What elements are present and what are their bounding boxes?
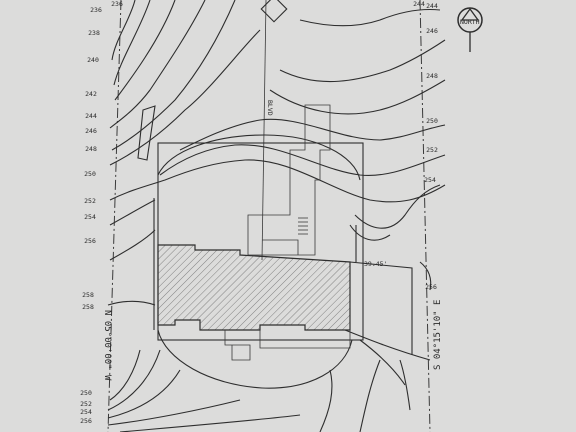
upper-structure-outline xyxy=(247,104,331,256)
contour-label: 244 xyxy=(413,0,425,8)
center-line xyxy=(261,0,267,261)
contour-label: 244 xyxy=(85,112,97,120)
dimension-label: 39.45' xyxy=(364,260,387,268)
contour-label: 236 xyxy=(90,6,102,14)
contour-label: 242 xyxy=(85,90,97,98)
top-contour-labels: 236 244 xyxy=(111,0,425,8)
contour-label: 238 xyxy=(88,29,100,37)
left-contour-labels: 2362382402422442462482502522542562582582… xyxy=(80,6,102,425)
lower-setback-arc xyxy=(157,329,353,389)
contour-label: 250 xyxy=(80,389,92,397)
contour-lines xyxy=(107,0,446,432)
house-footprint xyxy=(157,244,351,331)
contour-label: 240 xyxy=(87,56,99,64)
survey-marker xyxy=(260,0,288,23)
contour-label: 254 xyxy=(424,176,436,184)
retaining-wall xyxy=(137,105,156,161)
contour-label: 252 xyxy=(84,197,96,205)
contour-label: 254 xyxy=(84,213,96,221)
north-label: NORTH xyxy=(460,18,480,26)
setback-arc xyxy=(157,134,361,181)
contour-label: 246 xyxy=(85,127,97,135)
street-label: N 05°00'00" W xyxy=(102,310,112,381)
building-envelope xyxy=(157,142,364,341)
bearing-label: S 04°15'10" E xyxy=(433,300,443,370)
contour-label: 256 xyxy=(84,237,96,245)
contour-label: 248 xyxy=(85,145,97,153)
contour-label: 246 xyxy=(426,27,438,35)
contour-label: 256 xyxy=(80,417,92,425)
north-arrow: NORTH xyxy=(457,7,483,52)
contour-label: 252 xyxy=(426,146,438,154)
terrace-outline xyxy=(259,330,351,349)
small-label: BLVD xyxy=(266,100,274,116)
stair-marks xyxy=(298,217,308,235)
right-contour-labels: 244 246 248 250 252 254 256 xyxy=(424,2,438,291)
contour-label: 258 xyxy=(82,303,94,311)
contour-label: 252 xyxy=(80,400,92,408)
contour-label: 250 xyxy=(426,117,438,125)
contour-label: 254 xyxy=(80,408,92,416)
contour-label: 258 xyxy=(82,291,94,299)
contour-label: 244 xyxy=(426,2,438,10)
contour-label: 236 xyxy=(111,0,123,8)
contour-label: 248 xyxy=(426,72,438,80)
garage-outline xyxy=(262,239,299,255)
east-wall xyxy=(349,261,413,355)
contour-label: 250 xyxy=(84,170,96,178)
patio-outline xyxy=(224,330,251,361)
contour-label: 256 xyxy=(425,283,437,291)
